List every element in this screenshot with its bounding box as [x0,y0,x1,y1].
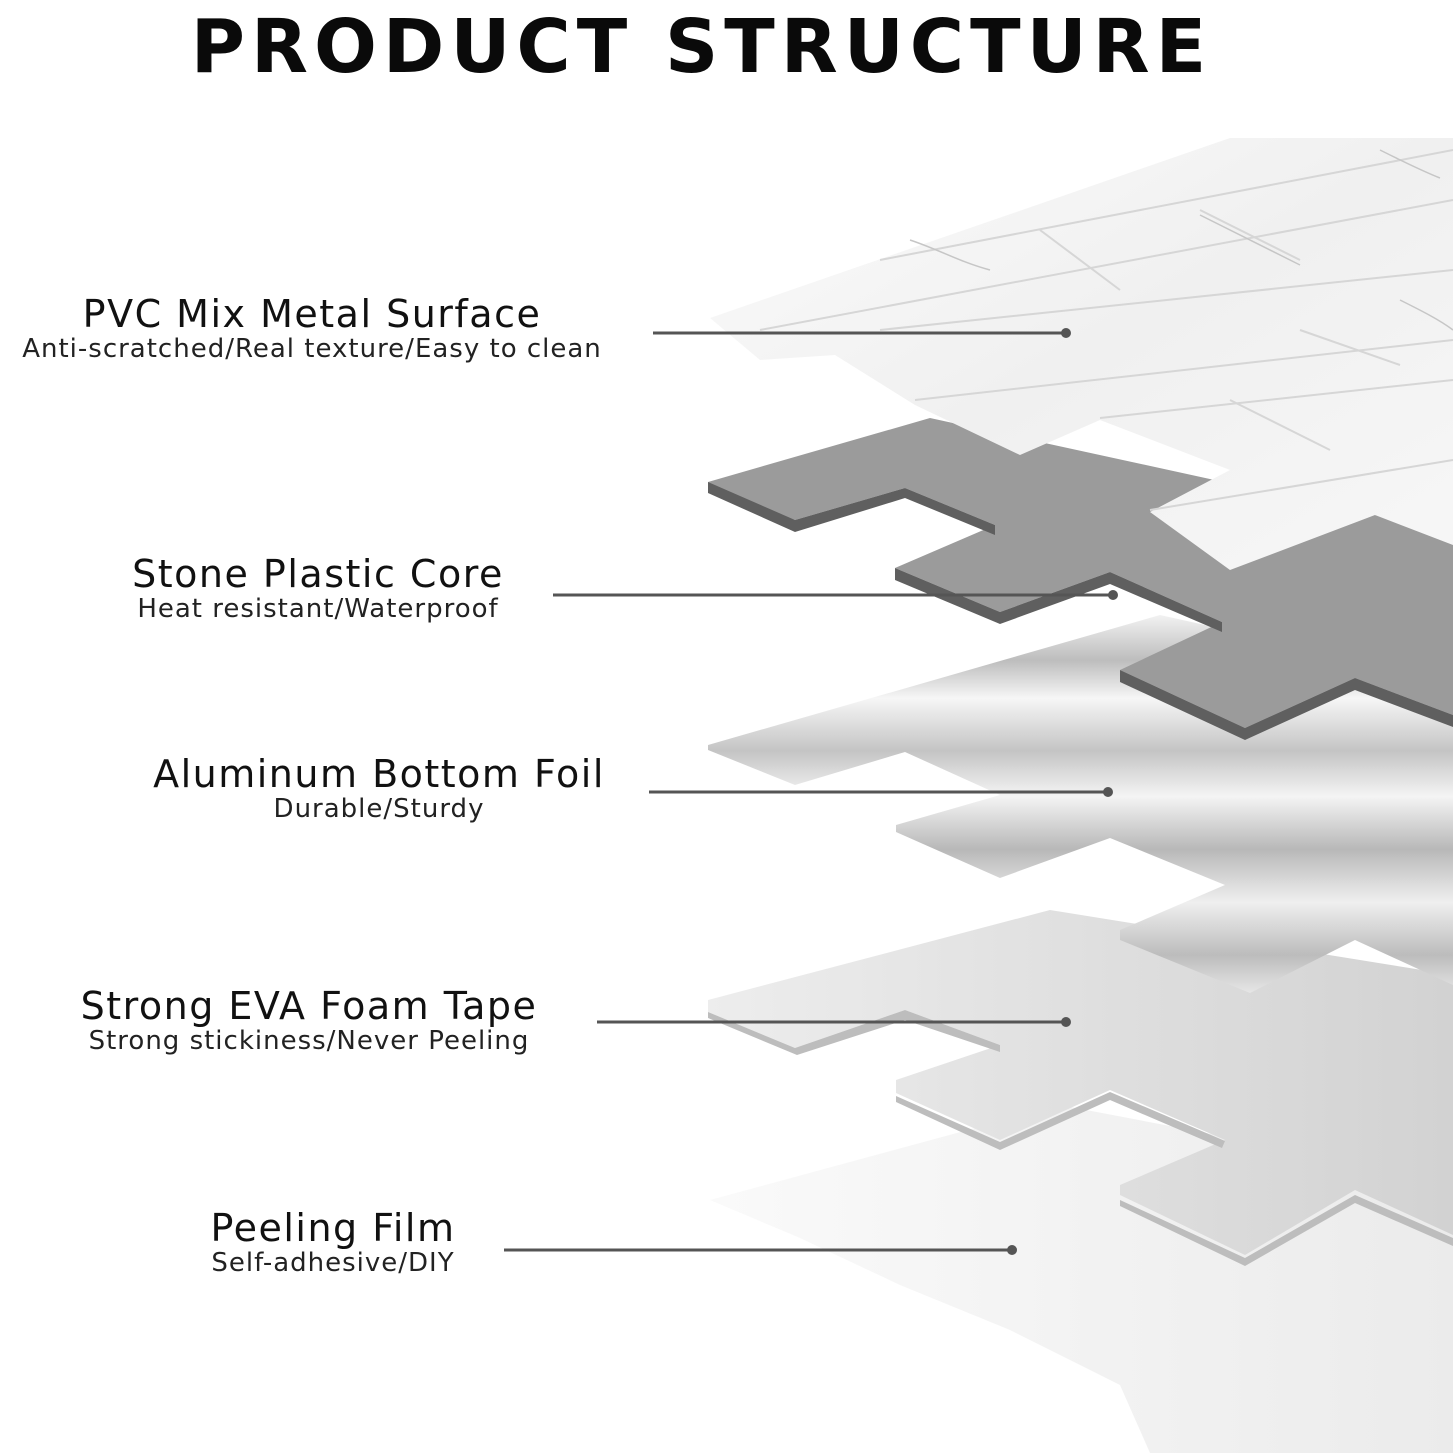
leader-dot-peeling-film [1007,1245,1017,1255]
layer-description: Self-adhesive/DIY [211,1248,455,1278]
leader-dot-stone-core [1108,590,1118,600]
layer-label-foam-tape: Strong EVA Foam Tape Strong stickiness/N… [70,986,548,1056]
pvc-surface-layer [710,138,1453,570]
layer-name: Strong EVA Foam Tape [80,984,538,1028]
layer-label-stone-core: Stone Plastic Core Heat resistant/Waterp… [120,554,516,624]
layer-name: Stone Plastic Core [132,552,504,596]
layer-label-pvc-surface: PVC Mix Metal Surface Anti-scratched/Rea… [0,294,624,364]
leader-dot-foam-tape [1061,1017,1071,1027]
layer-name: Peeling Film [210,1206,456,1250]
foam-tape-layer [708,910,1453,1266]
layer-label-aluminum-foil: Aluminum Bottom Foil Durable/Sturdy [150,754,608,824]
leader-lines [504,331,1113,1252]
leader-dot-pvc-surface [1061,328,1071,338]
layer-label-peeling-film: Peeling Film Self-adhesive/DIY [200,1208,466,1278]
layer-description: Anti-scratched/Real texture/Easy to clea… [22,334,602,364]
layer-name: Aluminum Bottom Foil [153,752,605,796]
leader-dot-aluminum-foil [1103,787,1113,797]
layer-description: Durable/Sturdy [273,794,485,824]
layer-description: Heat resistant/Waterproof [137,594,499,624]
layer-description: Strong stickiness/Never Peeling [88,1026,530,1056]
page-title: PRODUCT STRUCTURE [190,4,1213,90]
leader-dots [1007,328,1118,1255]
layer-name: PVC Mix Metal Surface [82,292,542,336]
